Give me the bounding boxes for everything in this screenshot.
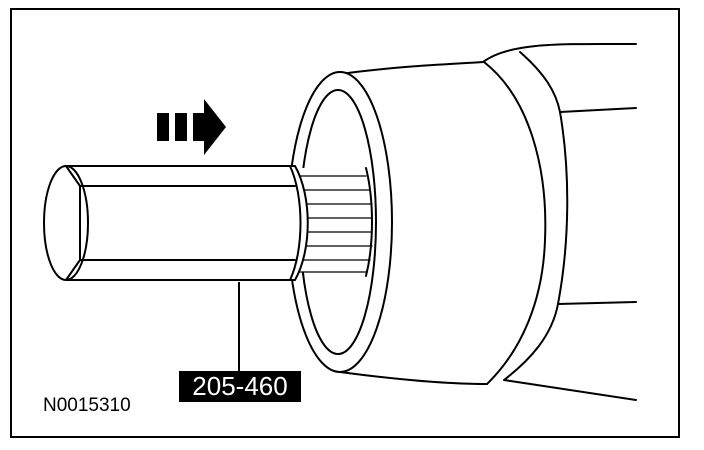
tool-number-tag: 205-460	[179, 371, 301, 402]
tool-number: 205-460	[192, 371, 287, 401]
special-tool-205-460	[43, 165, 309, 281]
figure-id: N0015310	[43, 395, 131, 416]
housing	[287, 42, 637, 401]
figure-frame	[10, 8, 680, 438]
arrow-right-icon	[157, 99, 226, 155]
